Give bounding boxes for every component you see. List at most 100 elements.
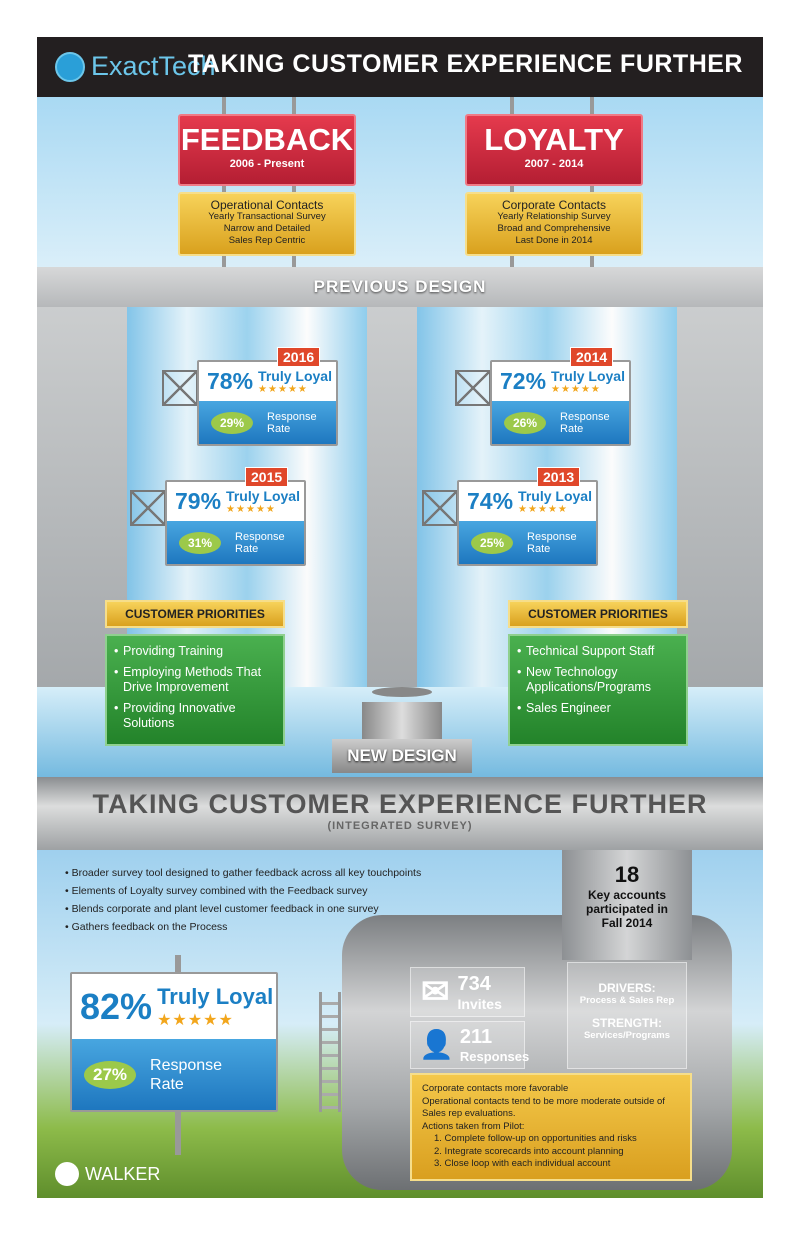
person-icon: 👤 xyxy=(419,1029,454,1060)
response-label: Response xyxy=(150,1056,223,1074)
detail-line: Corporate Contacts xyxy=(501,198,607,212)
response-percent: 25% xyxy=(471,531,514,554)
accounts-label: participated in xyxy=(585,902,668,916)
bracket xyxy=(455,370,491,406)
note-item: 2. Integrate scorecards into account pla… xyxy=(434,1145,624,1157)
loyal-percent: 72% xyxy=(500,368,547,395)
loyalty-title: LOYALTY xyxy=(484,122,624,157)
priority-item: Sales Engineer xyxy=(517,701,680,716)
response-percent: 27% xyxy=(84,1060,137,1089)
feedback-sign: FEEDBACK 2006 - Present xyxy=(178,114,356,186)
page-title: TAKING CUSTOMER EXPERIENCE FURTHER xyxy=(187,50,743,78)
note-item: 1. Complete follow-up on opportunities a… xyxy=(434,1133,637,1144)
detail-line: Operational Contacts xyxy=(210,198,324,212)
response-label: Response xyxy=(560,410,610,423)
pipe-title: TAKING CUSTOMER EXPERIENCE FURTHER xyxy=(92,789,708,819)
walker-brand: WALKER xyxy=(85,1163,161,1184)
loyal-percent: 82% xyxy=(80,985,153,1027)
priority-item: Technical Support Staff xyxy=(517,644,680,659)
accounts-column: 18 Key accounts participated in Fall 201… xyxy=(562,850,692,960)
bullet-item: Blends corporate and plant level custome… xyxy=(65,900,421,918)
walker-logo: WALKER xyxy=(55,1162,160,1186)
loyal-percent: 74% xyxy=(467,488,514,515)
invites-count: 734 xyxy=(457,972,491,995)
pilot-notes: Corporate contacts more favorable Operat… xyxy=(410,1073,692,1181)
note-item: Corporate contacts more favorable xyxy=(422,1083,569,1094)
note-item: 3. Close loop with each individual accou… xyxy=(434,1158,611,1169)
bullet-item: Broader survey tool designed to gather f… xyxy=(65,864,422,882)
response-label: Response xyxy=(527,530,577,543)
loyal-label: Truly Loyal xyxy=(226,488,300,505)
exacttech-logo: ExactTech xyxy=(55,51,216,82)
response-label: Response xyxy=(235,530,285,543)
bullet-item: Elements of Loyalty survey combined with… xyxy=(65,882,421,900)
feedback-title: FEEDBACK xyxy=(180,122,354,157)
priorities-header: CUSTOMER PRIORITIES xyxy=(508,600,688,628)
globe-icon xyxy=(55,51,85,82)
response-label: Rate xyxy=(527,542,551,555)
loyalty-details: Corporate Contacts Yearly Relationship S… xyxy=(465,192,643,256)
accounts-count: 18 xyxy=(614,862,640,887)
detail-line: Last Done in 2014 xyxy=(515,235,593,246)
envelope-icon: ✉ xyxy=(421,973,450,1011)
year-badge: 2014 xyxy=(570,347,614,367)
response-percent: 31% xyxy=(179,531,222,554)
new-design-label: NEW DESIGN xyxy=(332,739,472,773)
integrated-survey-bullets: Broader survey tool designed to gather f… xyxy=(65,864,422,936)
drivers-label: DRIVERS: xyxy=(598,981,656,995)
note-item: Actions taken from Pilot: xyxy=(422,1120,525,1132)
bracket xyxy=(162,370,198,406)
response-label: Rate xyxy=(560,422,584,435)
year-badge: 2013 xyxy=(537,467,581,487)
priority-item: New Technology Applications/Programs xyxy=(517,665,680,695)
priority-item: Employing Methods That Drive Improvement xyxy=(114,665,277,695)
response-percent: 29% xyxy=(211,411,254,434)
feedback-years: 2006 - Present xyxy=(229,158,305,170)
drivers-panel: DRIVERS: Process & Sales Rep STRENGTH: S… xyxy=(567,962,687,1069)
drivers-value: Process & Sales Rep xyxy=(579,995,675,1006)
accounts-label: Key accounts xyxy=(587,888,667,902)
loyal-percent: 79% xyxy=(175,488,222,515)
loyalty-years: 2007 - 2014 xyxy=(524,158,584,170)
loyalty-sign: LOYALTY 2007 - 2014 xyxy=(465,114,643,186)
bracket xyxy=(130,490,166,526)
bracket xyxy=(422,490,458,526)
detail-line: Sales Rep Centric xyxy=(228,235,306,246)
brand-name: ExactTech xyxy=(91,51,216,81)
star-rating: ★★★★★ xyxy=(258,384,308,396)
strength-label: STRENGTH: xyxy=(592,1016,662,1030)
responses-label: Responses xyxy=(459,1049,530,1064)
response-label: Rate xyxy=(235,542,259,555)
detail-line: Broad and Comprehensive xyxy=(497,223,611,234)
response-percent: 26% xyxy=(504,411,547,434)
star-rating: ★★★★★ xyxy=(551,384,601,396)
year-badge: 2016 xyxy=(277,347,321,367)
valve-wheel-icon xyxy=(372,687,432,697)
ladder xyxy=(319,992,341,1112)
bullet-item: Gathers feedback on the Process xyxy=(65,918,421,936)
detail-line: Yearly Transactional Survey xyxy=(208,211,326,222)
year-badge: 2015 xyxy=(245,467,289,487)
loyal-label: Truly Loyal xyxy=(551,368,625,385)
priority-item: Providing Training xyxy=(114,644,277,659)
pipe-subtitle: (INTEGRATED SURVEY) xyxy=(327,820,473,832)
loyal-label: Truly Loyal xyxy=(157,983,274,1009)
loyal-label: Truly Loyal xyxy=(258,368,332,385)
star-rating: ★★★★★ xyxy=(226,504,276,516)
invites-label: Invites xyxy=(457,995,502,1012)
loyal-percent: 78% xyxy=(207,368,254,395)
note-item: Operational contacts tend to be more mod… xyxy=(422,1095,665,1120)
main-pipe: TAKING CUSTOMER EXPERIENCE FURTHER (INTE… xyxy=(37,777,763,850)
priorities-header: CUSTOMER PRIORITIES xyxy=(105,600,285,628)
feedback-details: Operational Contacts Yearly Transactiona… xyxy=(178,192,356,256)
previous-design-label: PREVIOUS DESIGN xyxy=(37,267,763,307)
priorities-list: Technical Support Staff New Technology A… xyxy=(508,634,688,746)
header: ExactTech TAKING CUSTOMER EXPERIENCE FUR… xyxy=(37,37,763,97)
